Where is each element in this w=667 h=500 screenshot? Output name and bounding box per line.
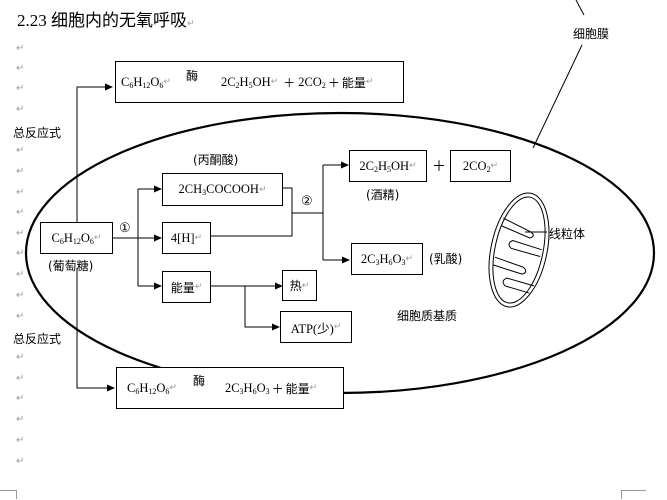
hydrogen-box: 4[H]↵	[162, 222, 211, 254]
plus-sign: ＋	[283, 75, 296, 90]
paragraph-mark: ↵	[16, 373, 25, 384]
paragraph-mark: ↵	[16, 414, 25, 425]
cell-membrane-label: 细胞膜	[573, 27, 610, 41]
glucose-formula: C6H12O6	[127, 380, 170, 396]
energy-text: 能量	[170, 280, 195, 295]
paragraph-mark: ↵	[16, 393, 25, 404]
cytoplasm-matrix-label: 细胞质基质	[397, 309, 458, 323]
step1-marker: ①	[119, 220, 131, 235]
membrane-leader-line	[532, 44, 583, 149]
paragraph-mark: ↵	[194, 282, 203, 292]
paragraph-mark: ↵	[16, 207, 25, 218]
paragraph-mark: ↵	[409, 161, 417, 171]
membrane-leader-line-top	[575, 0, 585, 16]
step2-marker: ②	[301, 193, 313, 208]
energy-box: 能量↵	[162, 271, 211, 303]
glucose-label: (葡萄糖)	[48, 259, 94, 273]
co2-formula: 2CO2	[298, 74, 326, 90]
energy-text: 能量	[341, 75, 366, 90]
paragraph-mark: ↵	[16, 166, 25, 177]
pyruvate-merge-line	[211, 187, 293, 237]
atp-text: ATP(少)	[290, 321, 334, 336]
alcohol-equation-box: C6H12O6↵ 2C2H5OH↵ ＋ 2CO2 ＋ 能量↵	[115, 61, 404, 103]
cell-membrane-ellipse	[24, 111, 656, 395]
atp-box: ATP(少)↵	[280, 311, 352, 343]
paragraph-mark: ↵	[16, 63, 25, 74]
hydrogen-text: 4[H]	[170, 230, 195, 245]
pyruvate-label: (丙酮酸)	[193, 153, 239, 167]
paragraph-mark: ↵	[16, 311, 25, 322]
paragraph-mark: ↵	[333, 322, 342, 332]
paragraph-mark: ↵	[270, 77, 279, 87]
connector-to-lactic-equation	[76, 268, 115, 392]
paragraph-mark: ↵	[16, 269, 25, 280]
glucose-box: C6H12O6↵	[40, 222, 113, 254]
paragraph-mark: ↵	[16, 43, 25, 54]
page-corner-mark-left	[0, 490, 17, 499]
glucose-formula: C6H12O6	[121, 74, 164, 90]
mitochondrion-label: 线粒体	[549, 227, 586, 241]
paragraph-mark: ↵	[16, 352, 25, 363]
arrow-to-atp	[244, 286, 280, 331]
co2-box: 2CO2↵	[450, 150, 511, 182]
plus-sign: ＋	[432, 159, 446, 175]
energy-text: 能量	[285, 381, 310, 396]
heat-box: 热↵	[282, 270, 317, 301]
title-text: 细胞内的无氧呼吸	[51, 11, 187, 31]
paragraph-mark: ↵	[309, 383, 318, 393]
connector-to-alcohol-equation	[76, 83, 113, 226]
paragraph-mark: ↵	[163, 77, 171, 87]
paragraph-mark: ↵	[490, 161, 499, 171]
mitochondrion-icon	[488, 192, 550, 308]
paragraph-mark: ↵	[16, 290, 25, 301]
alcohol-label: (酒精)	[366, 188, 400, 202]
paragraph-mark: ↵	[16, 228, 25, 239]
paragraph-mark: ↵	[187, 19, 195, 29]
ethanol-formula: 2C2H5OH	[220, 74, 271, 90]
paragraph-mark: ↵	[16, 456, 25, 467]
lactate-box: 2C3H6O3↵	[351, 243, 423, 275]
paragraph-mark: ↵	[365, 77, 374, 87]
paragraph-mark: ↵	[16, 435, 25, 446]
paragraph-mark: ↵	[301, 280, 310, 291]
paragraph-mark: ↵	[258, 184, 267, 195]
paragraph-mark: ↵	[194, 233, 203, 243]
title-number: 2.23	[17, 11, 47, 30]
page-title: 2.23 细胞内的无氧呼吸↵	[17, 6, 195, 31]
enzyme-label-top: 酶	[186, 69, 199, 83]
paragraph-mark: ↵	[16, 145, 25, 156]
paragraph-mark: ↵	[405, 254, 414, 264]
paragraph-mark: ↵	[16, 83, 25, 94]
total-reaction-label-top: 总反应式	[13, 126, 62, 140]
page-corner-mark-right	[621, 490, 646, 499]
paragraph-mark: ↵	[16, 248, 25, 259]
ethanol-box: 2C2H5OH↵	[349, 150, 427, 182]
lactic-equation-box: C6H12O6↵ 2C3H6O3 ＋ 能量↵	[116, 367, 344, 409]
plus-sign: ＋	[327, 75, 340, 90]
plus-sign: ＋	[271, 381, 284, 396]
lactate-formula: 2C3H6O3	[224, 380, 270, 396]
paragraph-mark: ↵	[169, 383, 177, 393]
total-reaction-label-bottom: 总反应式	[13, 332, 62, 346]
paragraph-mark: ↵	[16, 187, 25, 198]
lactic-acid-label: (乳酸)	[429, 252, 463, 266]
heat-text: 热	[289, 279, 302, 293]
pyruvate-box: 2CH3COCOOH↵	[162, 173, 283, 206]
paragraph-mark: ↵	[16, 104, 25, 115]
enzyme-label-bottom: 酶	[193, 374, 206, 388]
paragraph-mark: ↵	[93, 233, 102, 243]
